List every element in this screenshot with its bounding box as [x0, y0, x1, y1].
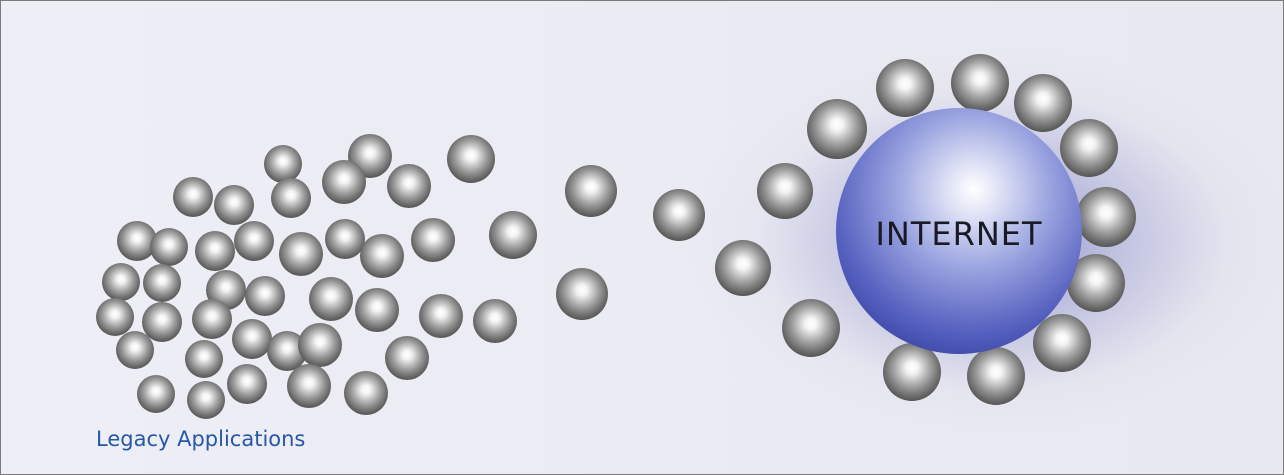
legacy-app-node — [234, 221, 274, 261]
internet-node — [807, 99, 867, 159]
legacy-app-node — [279, 232, 323, 276]
internet-node — [967, 347, 1025, 405]
legacy-app-node — [143, 264, 181, 302]
internet-label: INTERNET — [875, 215, 1042, 253]
migrating-node — [489, 211, 537, 259]
internet-ring-nodes — [807, 54, 1136, 405]
legacy-app-node — [309, 277, 353, 321]
internet-node — [1014, 74, 1072, 132]
legacy-app-node — [117, 221, 157, 261]
legacy-app-node — [195, 231, 235, 271]
legacy-application-nodes — [96, 134, 517, 419]
legacy-app-node — [473, 299, 517, 343]
internet-hub — [836, 108, 1082, 354]
legacy-app-node — [298, 323, 342, 367]
migrating-node — [556, 268, 608, 320]
internet-node — [876, 59, 934, 117]
legacy-app-node — [325, 219, 365, 259]
internet-node — [1067, 254, 1125, 312]
internet-node — [883, 343, 941, 401]
migrating-node — [715, 240, 771, 296]
legacy-app-node — [173, 177, 213, 217]
legacy-app-node — [355, 288, 399, 332]
legacy-app-node — [411, 218, 455, 262]
legacy-app-node — [322, 160, 366, 204]
legacy-app-node — [116, 331, 154, 369]
legacy-applications-caption: Legacy Applications — [96, 427, 306, 451]
legacy-app-node — [419, 294, 463, 338]
legacy-app-node — [96, 298, 134, 336]
legacy-app-node — [245, 276, 285, 316]
legacy-app-node — [267, 331, 307, 371]
migrating-node — [565, 165, 617, 217]
legacy-app-node — [102, 263, 140, 301]
legacy-app-node — [344, 371, 388, 415]
legacy-app-node — [137, 375, 175, 413]
legacy-app-node — [387, 164, 431, 208]
legacy-app-node — [385, 336, 429, 380]
legacy-app-node — [187, 381, 225, 419]
legacy-app-node — [185, 340, 223, 378]
internet-node — [1076, 187, 1136, 247]
internet-node — [1060, 119, 1118, 177]
internet-node — [951, 54, 1009, 112]
legacy-app-node — [232, 319, 272, 359]
legacy-app-node — [264, 145, 302, 183]
migrating-node — [653, 189, 705, 241]
legacy-app-node — [271, 178, 311, 218]
migrating-node — [782, 299, 840, 357]
legacy-app-node — [150, 228, 188, 266]
legacy-app-node — [227, 364, 267, 404]
legacy-app-node — [360, 234, 404, 278]
migrating-node — [757, 163, 813, 219]
migrating-nodes — [489, 163, 840, 357]
legacy-app-node — [447, 135, 495, 183]
legacy-app-node — [142, 302, 182, 342]
legacy-app-node — [192, 299, 232, 339]
legacy-app-node — [287, 364, 331, 408]
internet-node — [1033, 314, 1091, 372]
legacy-app-node — [214, 185, 254, 225]
